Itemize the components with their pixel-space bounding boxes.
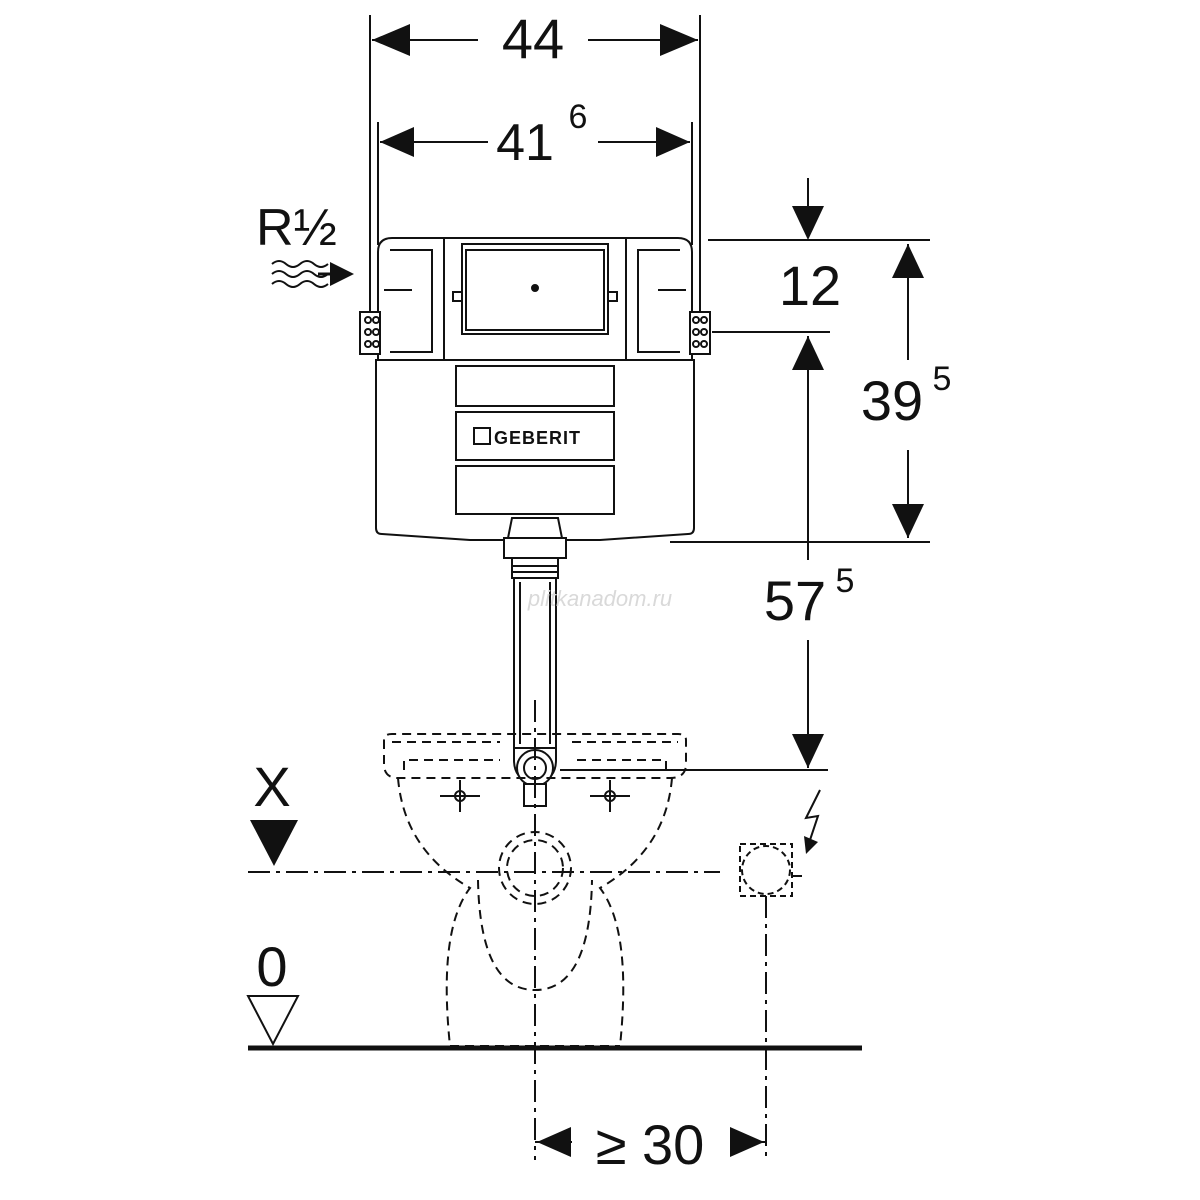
dimension-44-label: 44	[502, 7, 564, 70]
dimension-39-label: 39	[861, 369, 923, 432]
watermark: plitkanadom.ru	[527, 586, 672, 611]
dimension-57-label: 57	[764, 569, 826, 632]
level-x-triangle-icon	[250, 820, 298, 866]
dimension-overall-width: 44	[369, 7, 701, 320]
dimension-41-label: 41	[496, 114, 554, 172]
brand-logo: GEBERIT	[473, 427, 581, 448]
level-x-label: X	[253, 755, 290, 818]
dimension-inner-width: 41 6	[377, 98, 693, 245]
dimension-39-superscript: 5	[933, 360, 952, 398]
dimension-min-side-distance: ≥ 30	[535, 1113, 766, 1176]
mounting-points	[440, 780, 630, 812]
dimension-cistern-height: 39 5	[670, 244, 952, 543]
floor-level-label: 0	[256, 935, 287, 998]
water-inlet: R½	[256, 199, 354, 288]
dimension-bowl-height: 57 5	[560, 336, 855, 771]
level-x: X	[250, 755, 298, 866]
water-inlet-waves-icon	[271, 260, 329, 288]
dimension-top-offset: 12	[708, 178, 930, 333]
dimension-30-label: ≥ 30	[596, 1113, 705, 1176]
centre-lines	[248, 700, 720, 1160]
dimension-12-label: 12	[779, 254, 841, 317]
water-connection-label: R½	[256, 199, 337, 257]
floor-level-triangle-icon	[246, 995, 300, 1047]
electric-lightning-icon	[804, 789, 821, 854]
cistern	[359, 237, 711, 541]
dimension-41-superscript: 6	[569, 98, 588, 136]
brand-name: GEBERIT	[494, 428, 581, 448]
level-zero: 0	[246, 935, 862, 1051]
dimension-57-superscript: 5	[836, 562, 855, 600]
electrical-socket	[739, 843, 802, 1160]
flush-pipe	[503, 517, 567, 807]
